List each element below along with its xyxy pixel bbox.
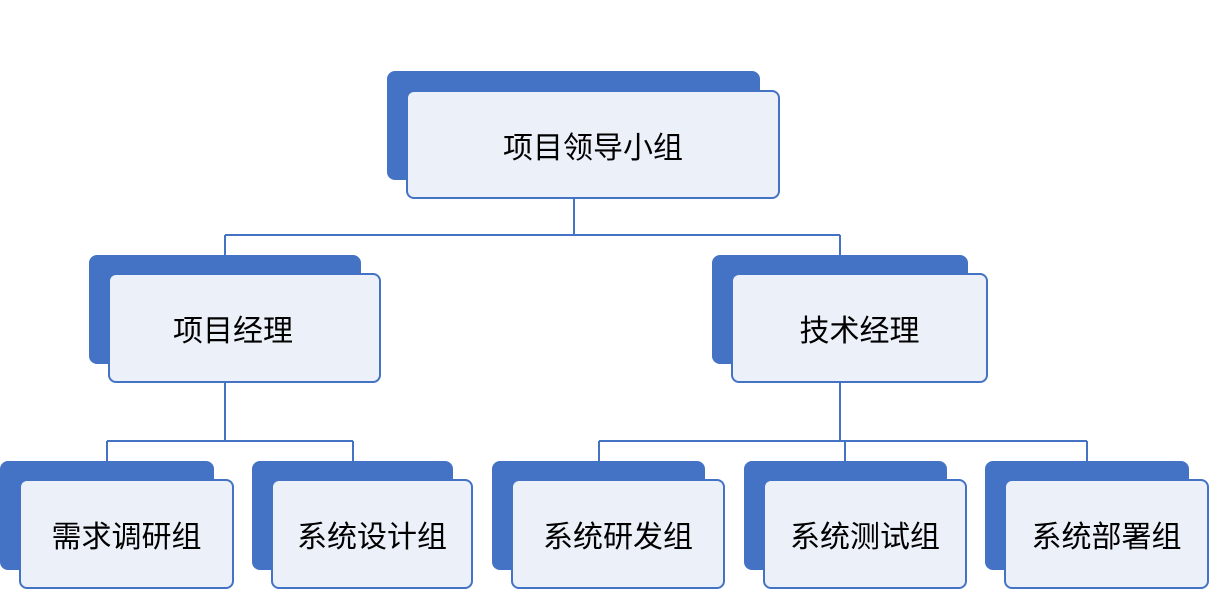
node-team-system-design: 系统设计组	[252, 461, 473, 589]
node-team-requirements: 需求调研组	[0, 461, 234, 589]
node-label: 系统测试组	[790, 520, 940, 555]
node-label: 技术经理	[799, 314, 920, 349]
node-front-card	[108, 273, 381, 383]
node-technical-manager: 技术经理	[712, 255, 988, 383]
node-front-card	[271, 479, 473, 589]
node-project-manager: 项目经理	[89, 255, 381, 383]
node-team-system-deployment: 系统部署组	[985, 461, 1209, 589]
node-team-system-development: 系统研发组	[492, 461, 725, 589]
node-label: 系统部署组	[1031, 520, 1182, 555]
node-front-card	[19, 479, 234, 589]
node-front-card	[511, 479, 725, 589]
node-front-card	[1004, 479, 1209, 589]
node-label: 系统研发组	[543, 520, 693, 555]
node-label: 项目领导小组	[503, 130, 683, 166]
node-label: 需求调研组	[51, 520, 202, 555]
node-team-system-testing: 系统测试组	[744, 461, 967, 589]
node-leadership-group: 项目领导小组	[387, 71, 780, 199]
node-front-card	[763, 479, 967, 589]
node-front-card	[731, 273, 988, 383]
node-front-card	[406, 90, 780, 199]
node-label: 项目经理	[173, 314, 293, 349]
node-label: 系统设计组	[297, 520, 447, 555]
